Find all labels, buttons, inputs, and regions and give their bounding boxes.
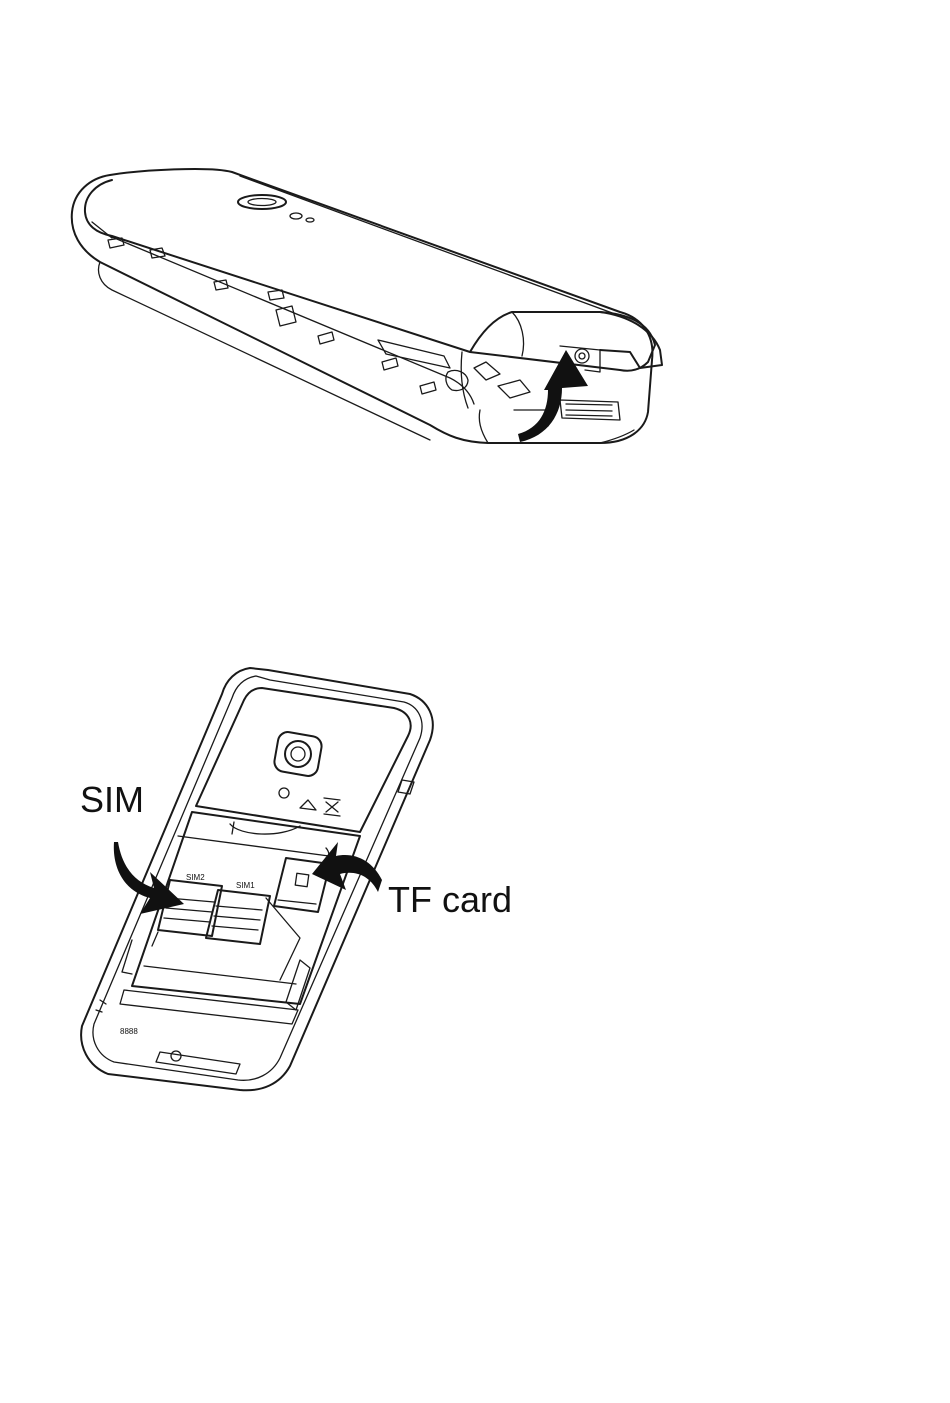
sim1-slot-label: SIM1	[236, 881, 255, 890]
sim-arrow-icon	[114, 842, 184, 914]
tf-card-callout-label: TF card	[388, 879, 512, 920]
lift-cover-arrow-icon	[518, 350, 588, 442]
sim1-slot: SIM1	[206, 881, 270, 944]
camera-module-icon	[273, 730, 323, 777]
usb-port	[156, 1052, 240, 1074]
flash-icon-2	[279, 788, 289, 798]
upper-cover-panel	[196, 688, 411, 832]
sim2-slot-label: SIM2	[186, 873, 205, 882]
battery-contacts-label: 8888	[120, 1027, 138, 1036]
phone-body-outline	[72, 169, 653, 443]
warning-icon	[300, 800, 316, 810]
phone-open-back-figure: SIM2 SIM1 8888 SIM TF card	[80, 668, 512, 1090]
back-cover-top	[85, 180, 655, 371]
camera-lens-icon	[238, 195, 286, 209]
cover-screw-hole	[575, 349, 589, 363]
flash-icon	[290, 213, 302, 219]
sim-callout-label: SIM	[80, 779, 144, 820]
recycle-bin-icon	[324, 798, 340, 816]
phone-back-cover-figure	[72, 169, 662, 443]
